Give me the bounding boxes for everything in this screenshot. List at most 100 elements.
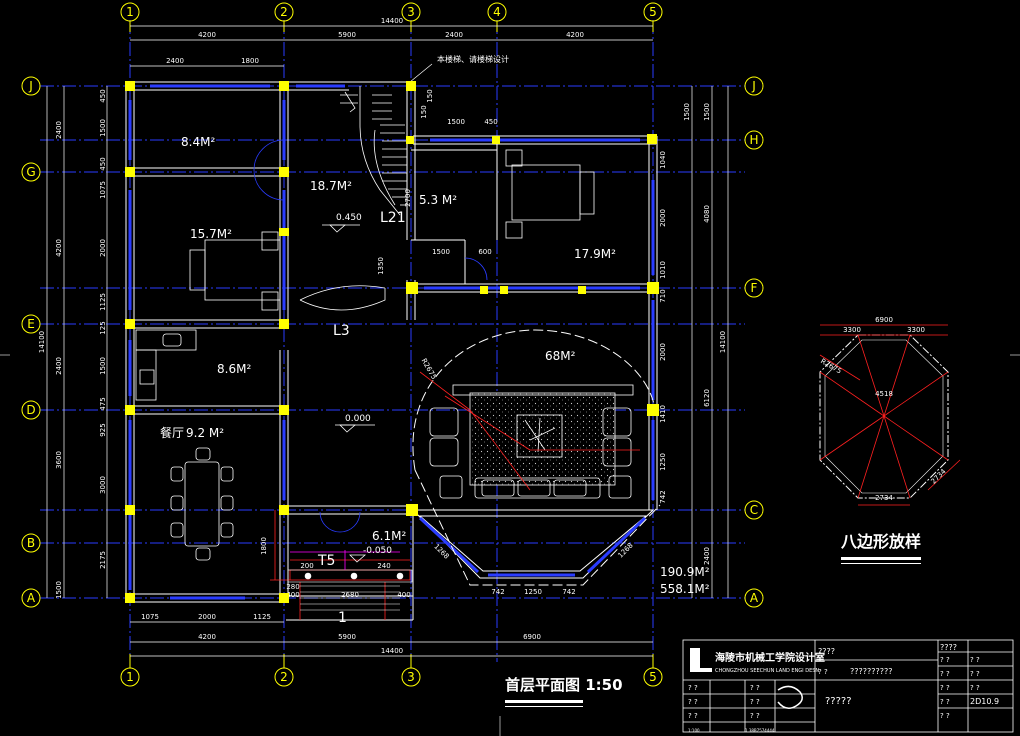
coffee-table — [516, 414, 563, 458]
svg-text:? ?: ? ? — [688, 712, 698, 720]
dim-left-7: 125 — [99, 321, 107, 334]
axis-label-right-F: F — [751, 281, 758, 295]
svg-text:? ?: ? ? — [970, 656, 980, 664]
dim-bottom-sub-2: 2000 — [198, 613, 216, 621]
dim-top-sub-1: 2400 — [166, 57, 184, 65]
axis-label-left-J: J — [28, 79, 33, 93]
dim-bottom-mid-2: 2680 — [341, 591, 359, 599]
stair-note: 本楼梯、请楼梯设计 — [437, 54, 509, 64]
stair-marks: L21 L3 T5 1 — [317, 210, 406, 626]
dim-int-7: 2700 — [404, 189, 412, 207]
axis-labels: 1 2 3 4 5 1 2 3 5 J G E D B A J H F C A — [26, 5, 759, 684]
dim-bottom-oct-3: 742 — [562, 588, 575, 596]
top-dimensions: 14400 4200 5900 2400 4200 2400 1800 — [166, 17, 584, 65]
left-dimensions: 450 1500 450 1075 2000 1125 125 1500 475… — [38, 89, 107, 599]
axis-label-right-A: A — [750, 591, 759, 605]
dim-left-13: 1500 — [55, 581, 63, 599]
dim-left-9: 475 — [99, 397, 107, 410]
svg-text:? ?: ? ? — [970, 684, 980, 692]
dim-right-7: 1410 — [659, 405, 667, 423]
dim-left-8: 1500 — [99, 357, 107, 375]
svg-text:? ?: ? ? — [940, 670, 950, 678]
carpet — [469, 392, 616, 486]
dim-right-5: 710 — [659, 289, 667, 302]
oct-dim-radius: R2675 — [819, 357, 843, 375]
stair-mark-l21: L21 — [380, 210, 406, 226]
axis-label-top-5: 5 — [649, 5, 657, 19]
svg-text:? ?: ? ? — [940, 684, 950, 692]
oct-dim-inner: 4518 — [875, 390, 893, 398]
area-totals: 190.9M² 558.1M² — [660, 565, 710, 596]
dim-left-6: 1125 — [99, 293, 107, 311]
oct-dim-half-1: 3300 — [843, 326, 861, 334]
columns — [125, 81, 659, 603]
dim-int-4: 150 — [426, 89, 434, 102]
room-name-dining: 餐厅 — [160, 425, 184, 440]
bed-right — [511, 164, 581, 221]
room-area-4: 15.7M² — [190, 227, 232, 241]
dim-left-outer-2: 4200 — [55, 239, 63, 257]
dining-table — [184, 461, 220, 547]
dim-top-span-2: 5900 — [338, 31, 356, 39]
axis-label-left-B: B — [27, 536, 35, 550]
octagon-bay — [411, 329, 661, 586]
dim-right-outer-1: 1500 — [703, 103, 711, 121]
tb-cell-3: ?????????? — [850, 667, 892, 676]
oct-dim-half-2: 3300 — [907, 326, 925, 334]
tb-cell-4: ????? — [825, 696, 852, 707]
company-name: 海陵市机械工学院设计室 — [715, 651, 825, 664]
tb-footer-2: 1.38B7574444 — [745, 728, 775, 733]
furniture — [135, 149, 634, 561]
axis-label-right-H: H — [749, 133, 758, 147]
room-area-7: 68M² — [545, 349, 576, 363]
dim-left-outer-4: 3600 — [55, 451, 63, 469]
dim-right-total: 14100 — [719, 331, 727, 353]
dim-top-span-1: 4200 — [198, 31, 216, 39]
dim-top-sub-2: 1800 — [241, 57, 259, 65]
doors — [253, 139, 488, 533]
tb-cell-2: ???? — [940, 643, 957, 652]
staircase — [299, 86, 407, 311]
room-area-3: 5.3 M² — [419, 193, 457, 207]
axis-label-top-2: 2 — [280, 5, 288, 19]
stair-note-leader — [409, 63, 433, 83]
dim-top-total: 14400 — [381, 17, 403, 25]
total-area-2: 558.1M² — [660, 582, 710, 596]
dim-left-10: 925 — [99, 423, 107, 436]
dim-right-1: 1500 — [683, 103, 691, 121]
main-title: 首层平面图 1:50 — [505, 676, 623, 694]
porch-steps — [287, 569, 413, 611]
axis-label-top-3: 3 — [407, 5, 415, 19]
title-block — [682, 639, 1014, 733]
title-block-logo — [690, 648, 712, 672]
dim-left-12: 2175 — [99, 551, 107, 569]
dim-bottom-total: 14400 — [381, 647, 403, 655]
dim-left-total: 14100 — [38, 331, 46, 353]
dim-bottom-oct-1: 742 — [491, 588, 504, 596]
level-labels: 0.450 0.000 -0.050 — [336, 213, 392, 556]
windows — [128, 84, 655, 600]
dim-top-span-3: 2400 — [445, 31, 463, 39]
dim-int-2: 450 — [484, 118, 497, 126]
axis-label-right-J: J — [751, 79, 756, 93]
axis-label-left-A: A — [27, 591, 36, 605]
dining-chairs — [170, 447, 234, 561]
dim-right-2: 1040 — [659, 151, 667, 169]
level-markers — [322, 224, 375, 563]
svg-text:? ?: ? ? — [750, 684, 760, 692]
room-area-1: 8.4M² — [181, 135, 215, 149]
axis-bubbles — [21, 2, 764, 687]
dim-left-4: 1075 — [99, 181, 107, 199]
axis-label-bottom-1: 1 — [126, 670, 134, 684]
room-area-2: 18.7M² — [310, 179, 352, 193]
dim-int-3: 150 — [420, 105, 428, 118]
dim-int-1: 1500 — [447, 118, 465, 126]
bottom-dimensions: 1075 2000 1125 4200 5900 6900 14400 200 … — [141, 562, 576, 655]
oct-dim-diag: 2734 — [929, 467, 948, 486]
tb-cell-5: 2D10.9 — [970, 697, 999, 706]
dim-int-8: 1350 — [377, 257, 385, 275]
dim-bottom-sub-3: 1125 — [253, 613, 271, 621]
dim-right-6: 2000 — [659, 343, 667, 361]
level-n0050: -0.050 — [363, 546, 392, 556]
